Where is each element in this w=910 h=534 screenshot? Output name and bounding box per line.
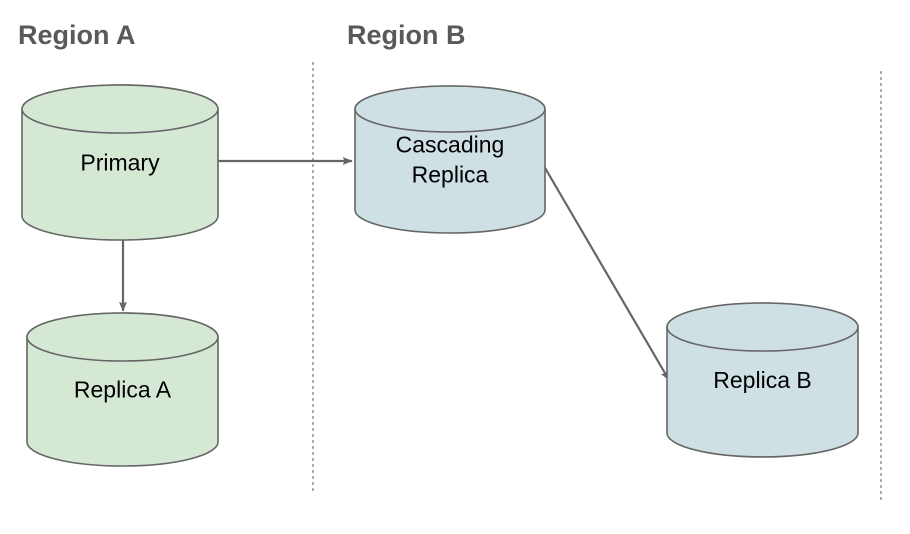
cylinder-top-replica-b xyxy=(666,302,859,352)
node-label-replica-b: Replica B xyxy=(713,367,811,393)
cylinder-top-cascading-replica xyxy=(354,85,546,133)
node-label-primary: Primary xyxy=(80,150,160,176)
region-label-b: Region B xyxy=(347,20,466,50)
cylinder-top-primary xyxy=(21,84,219,134)
edge-cascading-replica-to-replica-b xyxy=(540,160,670,381)
node-replica-a[interactable]: Replica A xyxy=(26,312,219,467)
node-primary[interactable]: Primary xyxy=(21,84,219,241)
cylinder-top-replica-a xyxy=(26,312,219,362)
node-replica-b[interactable]: Replica B xyxy=(666,302,859,458)
node-label-replica-a: Replica A xyxy=(74,377,172,403)
region-label-a: Region A xyxy=(18,20,136,50)
